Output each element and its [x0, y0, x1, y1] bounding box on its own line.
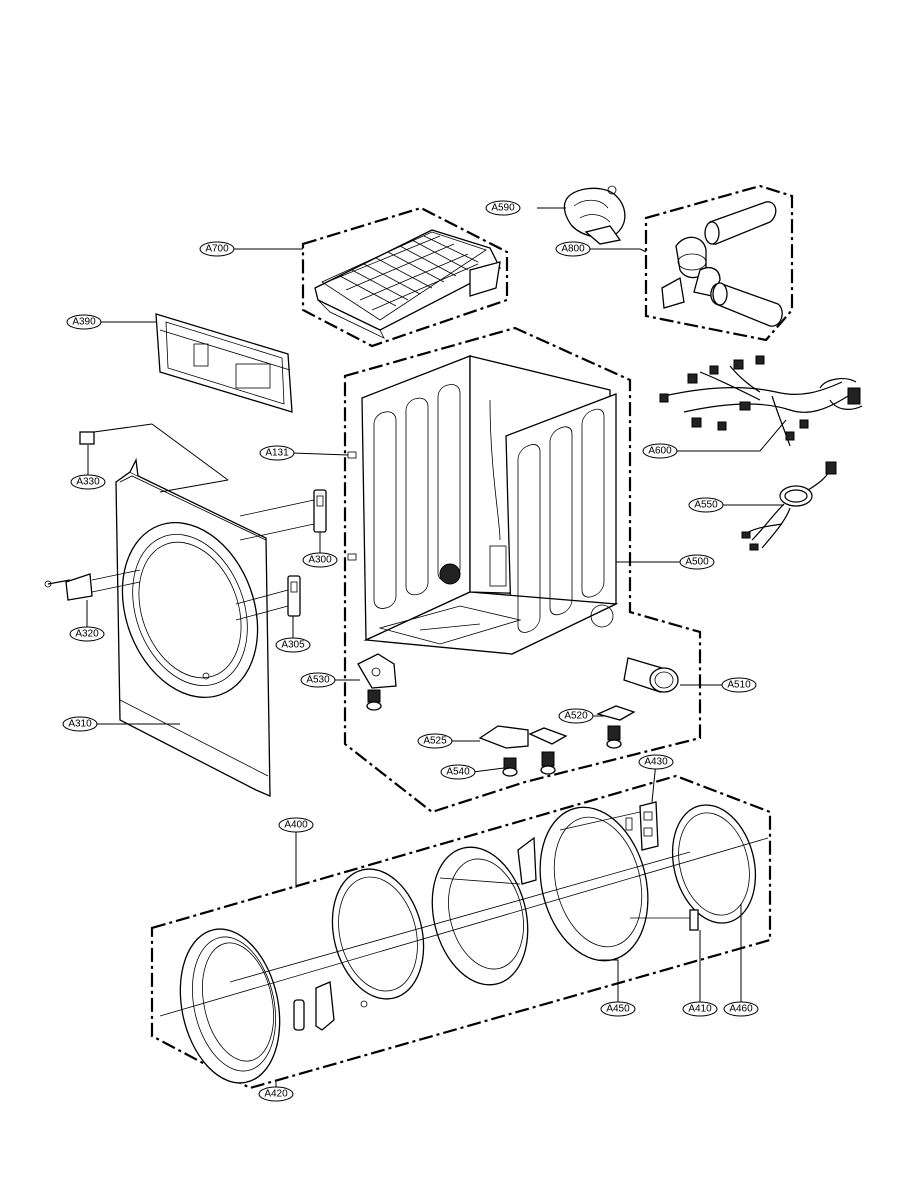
group-outline-top-rack	[301, 206, 509, 348]
rear-bracket-center	[478, 725, 529, 749]
svg-text:A450: A450	[606, 1004, 630, 1015]
svg-text:A430: A430	[644, 757, 668, 768]
drying-rack-part	[314, 229, 501, 339]
callout-a390: A390	[66, 314, 102, 330]
svg-text:A800: A800	[561, 244, 585, 255]
svg-text:A540: A540	[446, 767, 470, 778]
callout-a131: A131	[259, 445, 295, 461]
callout-a305: A305	[275, 637, 311, 653]
callout-a400: A400	[278, 817, 314, 833]
door-outer-ring-part	[179, 928, 281, 1084]
door-inner-frame-part	[517, 806, 649, 962]
hinge-part-lower	[235, 575, 301, 621]
leveling-foot-center	[540, 751, 556, 775]
callout-a510: A510	[721, 677, 757, 693]
leveling-foot-front	[502, 757, 518, 777]
svg-text:A525: A525	[423, 736, 447, 747]
callout-a700: A700	[199, 241, 235, 257]
door-handle-part	[293, 981, 368, 1031]
door-hinge-part	[559, 801, 659, 851]
callout-a450: A450	[600, 1001, 636, 1017]
wire-harness-part	[659, 355, 863, 447]
callout-a590: A590	[485, 200, 521, 216]
exhaust-duct-connector	[623, 657, 679, 693]
svg-text:A590: A590	[491, 203, 515, 214]
callout-a800: A800	[555, 241, 591, 257]
svg-text:A550: A550	[694, 500, 718, 511]
callout-a430: A430	[638, 754, 674, 770]
power-cord-part	[741, 461, 837, 551]
callout-a550: A550	[688, 497, 724, 513]
callout-a320: A320	[69, 626, 105, 642]
callout-a600: A600	[642, 443, 678, 459]
callout-a540: A540	[440, 764, 476, 780]
svg-text:A700: A700	[205, 244, 229, 255]
callout-a520: A520	[558, 708, 594, 724]
callout-a310: A310	[62, 716, 98, 732]
svg-text:A500: A500	[685, 557, 709, 568]
svg-text:A400: A400	[284, 820, 308, 831]
group-outline-door	[150, 774, 772, 1090]
callout-a500: A500	[679, 554, 715, 570]
door-inner-glass-part	[431, 846, 529, 986]
rear-bracket-part	[155, 313, 293, 413]
svg-text:A310: A310	[68, 719, 92, 730]
door-gasket-part	[671, 804, 757, 924]
svg-text:A410: A410	[688, 1004, 712, 1015]
front-leg-bracket-left	[357, 653, 397, 689]
callout-a530: A530	[300, 672, 336, 688]
door-assembly-axis-2	[229, 851, 691, 983]
group-outline-exhaust-duct	[644, 184, 794, 342]
exhaust-duct-part	[661, 201, 783, 327]
door-glass-part	[331, 868, 425, 1000]
hinge-part-upper	[239, 489, 327, 541]
svg-text:A390: A390	[72, 317, 96, 328]
support-bracket-center	[528, 727, 568, 745]
callout-a460: A460	[723, 1001, 759, 1017]
leveling-foot-left	[366, 689, 382, 711]
svg-text:A320: A320	[75, 629, 99, 640]
svg-text:A460: A460	[729, 1004, 753, 1015]
callout-a410: A410	[682, 1001, 718, 1017]
svg-text:A330: A330	[76, 477, 100, 488]
svg-text:A420: A420	[264, 1089, 288, 1100]
svg-text:A131: A131	[265, 448, 289, 459]
callout-a330: A330	[70, 474, 106, 490]
blower-part	[563, 185, 626, 245]
door-assembly-axis	[159, 837, 769, 1017]
svg-text:A600: A600	[648, 446, 672, 457]
door-switch-part	[79, 423, 229, 493]
cabinet-part	[347, 355, 619, 656]
svg-text:A520: A520	[564, 711, 588, 722]
callout-a525: A525	[417, 733, 453, 749]
callout-a420: A420	[258, 1086, 294, 1102]
door-latch-hook-part	[630, 909, 699, 931]
svg-text:A530: A530	[306, 675, 330, 686]
leveling-foot-right	[596, 705, 636, 749]
latch-bracket-part	[44, 569, 141, 601]
front-panel-part	[115, 457, 271, 797]
svg-text:A510: A510	[727, 680, 751, 691]
callout-a300: A300	[302, 552, 338, 568]
svg-text:A305: A305	[281, 640, 305, 651]
svg-text:A300: A300	[308, 555, 332, 566]
